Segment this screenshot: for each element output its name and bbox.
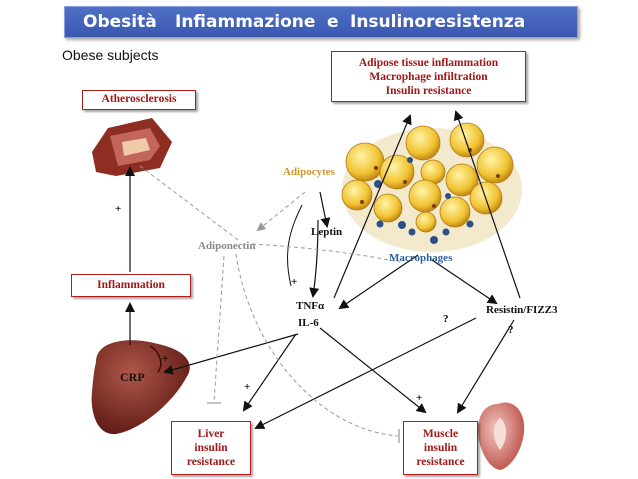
liver-illustration <box>91 340 190 435</box>
atherosclerosis-box: Atherosclerosis <box>82 90 196 110</box>
title-word-obesita: Obesità <box>83 12 157 32</box>
adipose-tissue-illustration <box>341 122 522 252</box>
title-bar: Obesità Infiammazione e Insulinoresisten… <box>64 6 578 38</box>
inflammation-label: Inflammation <box>97 279 165 291</box>
adipose-line-3: Insulin resistance <box>385 85 472 97</box>
title-word-e: e <box>327 12 339 32</box>
artery-illustration <box>92 118 172 176</box>
solid-arrows <box>125 110 521 429</box>
adipocyte-feedback-line <box>287 204 303 287</box>
plus-sign: + <box>291 276 298 288</box>
liver-line-2: insulin <box>194 442 228 454</box>
subtitle: Obese subjects <box>62 47 159 63</box>
liver-line-1: Liver <box>197 428 225 440</box>
tnf-alpha-label: TNFα <box>296 300 325 312</box>
il6-label: IL-6 <box>298 317 319 329</box>
inflammation-box: Inflammation <box>71 274 191 297</box>
title-word-insulinoresistenza: Insulinoresistenza <box>350 12 526 32</box>
liver-insulin-resistance-box: Liver insulin resistance <box>171 421 251 475</box>
adipose-line-1: Adipose tissue inflammation <box>358 57 499 69</box>
heart-illustration <box>478 402 525 470</box>
crp-label: CRP <box>120 370 145 384</box>
plus-sign: + <box>244 381 251 393</box>
muscle-line-2: insulin <box>423 442 458 454</box>
plus-sign: + <box>162 353 169 365</box>
adipose-inflammation-box: Adipose tissue inflammation Macrophage i… <box>331 51 526 102</box>
muscle-line-1: Muscle <box>422 428 459 440</box>
dashed-arrows <box>139 165 401 437</box>
liver-line-3: resistance <box>186 456 236 468</box>
leptin-label: Leptin <box>311 226 343 238</box>
resistin-label: Resistin/FIZZ3 <box>486 304 558 316</box>
question-mark: ? <box>443 313 449 325</box>
atherosclerosis-label: Atherosclerosis <box>101 93 177 105</box>
muscle-insulin-resistance-box: Muscle insulin resistance <box>403 421 478 475</box>
muscle-line-3: resistance <box>416 456 465 468</box>
adipocytes-label: Adipocytes <box>283 166 335 178</box>
adipose-line-2: Macrophage infiltration <box>369 71 488 83</box>
macrophages-label: Macrophages <box>389 252 453 264</box>
plus-sign: + <box>416 392 423 404</box>
title-word-infiammazione: Infiammazione <box>175 12 316 32</box>
plus-sign: + <box>115 203 122 215</box>
inhibition-bars <box>207 402 400 443</box>
question-mark: ? <box>508 324 514 336</box>
adiponectin-label: Adiponectin <box>198 240 256 252</box>
